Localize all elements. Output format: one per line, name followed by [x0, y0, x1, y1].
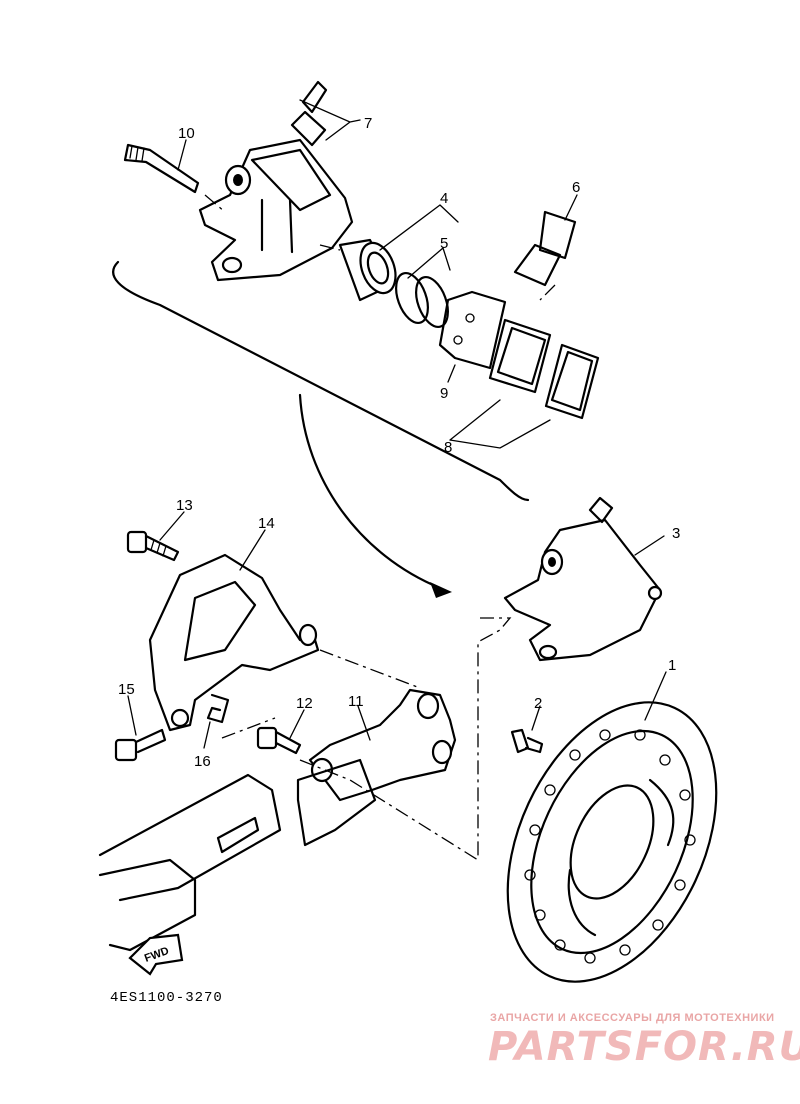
leader-lines — [127, 99, 667, 749]
callout-1: 1 — [668, 657, 676, 674]
callout-10: 10 — [178, 125, 195, 142]
torque-arm — [308, 688, 457, 802]
callout-2: 2 — [534, 695, 542, 712]
assembly-arrow — [298, 393, 442, 590]
caliper-body — [198, 138, 354, 282]
watermark-logo: PARTSFOR.RU — [488, 1024, 800, 1070]
brake-disc — [506, 701, 718, 983]
dust-seal — [415, 276, 449, 328]
assembly-line-c — [221, 717, 479, 861]
bolt-12 — [256, 726, 302, 755]
support-axis — [539, 284, 556, 301]
bolt-15 — [114, 728, 167, 762]
callout-7: 7 — [364, 115, 372, 132]
callout-4: 4 — [440, 190, 448, 207]
callout-11: 11 — [348, 693, 364, 710]
bleed-screw — [290, 80, 328, 147]
caliper-bracket — [148, 553, 320, 732]
callout-6: 6 — [572, 179, 580, 196]
piston-axis — [319, 244, 341, 251]
callout-12: 12 — [296, 695, 313, 712]
watermark-tagline: ЗАПЧАСТИ И АКСЕССУАРЫ ДЛЯ МОТОТЕХНИКИ — [490, 1012, 775, 1024]
caliper-pin — [123, 143, 200, 194]
callout-5: 5 — [440, 235, 448, 252]
callout-15: 15 — [118, 681, 135, 698]
diagram-code: 4ES1100-3270 — [110, 990, 223, 1006]
brake-pad-inner — [488, 318, 552, 394]
callout-14: 14 — [258, 515, 275, 532]
callout-9: 9 — [440, 385, 448, 402]
pad-shim — [438, 290, 507, 370]
callout-13: 13 — [176, 497, 193, 514]
callout-16: 16 — [194, 753, 211, 770]
fwd-arrow: FWD — [128, 933, 184, 976]
caliper-assembly — [503, 496, 663, 662]
pin-axis — [204, 194, 226, 213]
swingarm — [98, 758, 377, 952]
detail-bracket — [112, 260, 530, 502]
piston — [338, 238, 397, 302]
bolt-13 — [126, 530, 180, 562]
callout-3: 3 — [672, 525, 680, 542]
clip-16 — [206, 693, 230, 724]
brake-pad-outer — [544, 343, 600, 420]
assembly-arrowhead — [430, 582, 452, 598]
pad-support — [513, 210, 577, 287]
assembly-line-a — [477, 617, 512, 860]
assembly-line-b — [319, 649, 421, 689]
piston-seal — [395, 272, 429, 324]
disc-screw — [510, 728, 544, 754]
callout-8: 8 — [444, 439, 452, 456]
